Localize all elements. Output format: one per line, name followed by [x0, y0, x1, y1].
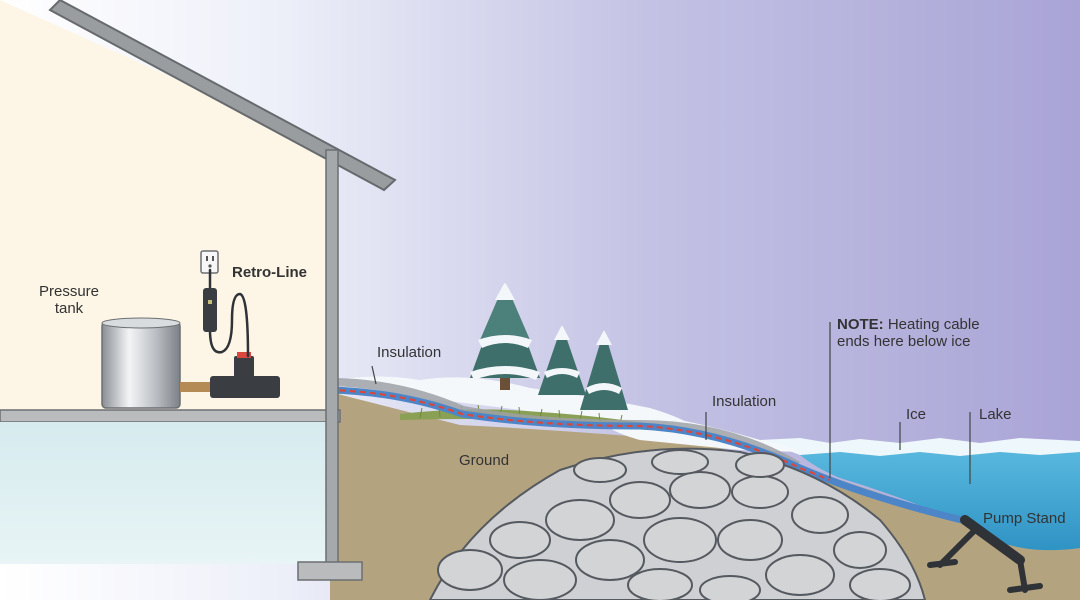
snowy-pine-icon — [470, 282, 540, 390]
lake-label: Lake — [979, 406, 1012, 423]
ice-label: Ice — [906, 406, 927, 423]
snow-bank-left — [330, 376, 700, 432]
note-label: NOTE: Heating cable ends here below ice — [837, 316, 980, 350]
note-line1-rest: Heating cable — [883, 316, 980, 333]
note-line2: ends here below ice — [837, 333, 971, 350]
pressure-tank-label-line1: Pressure — [38, 283, 100, 300]
rock-pile — [428, 447, 927, 600]
leader-lines — [371, 322, 971, 484]
note-line1: NOTE: Heating cable — [837, 316, 980, 333]
heating-cable — [220, 388, 831, 482]
pump-stand-icon — [927, 515, 1043, 593]
lake — [790, 442, 1080, 551]
insulation-left-label: Insulation — [377, 344, 442, 361]
house — [0, 0, 397, 581]
pressure-tank-label-line2: tank — [54, 300, 84, 317]
ice-layer — [760, 438, 1080, 456]
pressure-tank-label: Pressure tank — [34, 283, 104, 317]
snowy-pine-icon — [580, 330, 628, 410]
gfci-plug — [203, 288, 217, 332]
snowy-pine-icon — [538, 325, 586, 395]
note-key: NOTE: — [837, 316, 884, 333]
retro-line-label: Retro-Line — [232, 264, 307, 281]
gfci-indicator — [208, 300, 212, 304]
power-cord — [208, 268, 250, 358]
ground-label: Ground — [459, 452, 510, 469]
pump-stand-label: Pump Stand — [983, 510, 1066, 527]
tee-fitting — [210, 352, 280, 398]
insulation-right-label: Insulation — [712, 393, 777, 410]
pressure-tank-icon — [101, 317, 220, 409]
